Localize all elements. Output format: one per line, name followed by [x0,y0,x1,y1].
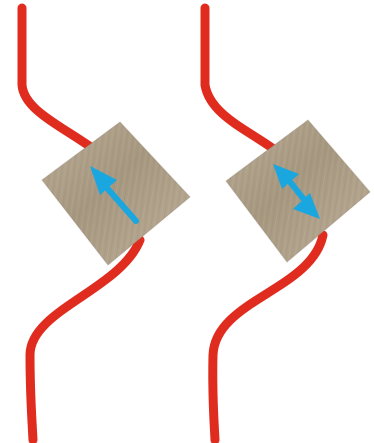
left-wire-top [22,8,95,150]
left-panel [22,8,190,440]
right-wire-bottom [213,235,323,440]
right-wire-top [205,8,275,150]
right-panel [205,8,370,440]
left-wood-block [42,122,190,265]
left-wire-bottom [30,240,140,440]
